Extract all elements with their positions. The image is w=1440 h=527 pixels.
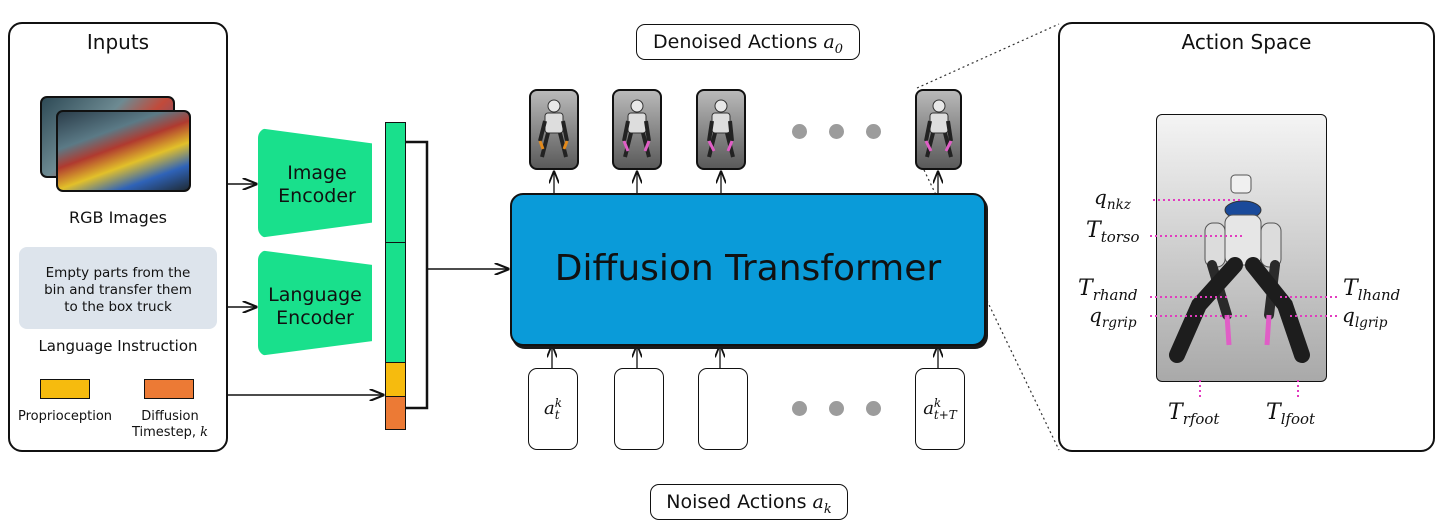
label-t-rhand: Trhand	[1078, 276, 1138, 305]
label-t-rfoot: Trfoot	[1168, 400, 1220, 429]
language-instruction-label: Language Instruction	[38, 337, 198, 355]
denoised-action-frame-3	[696, 89, 746, 170]
robot-photo	[1156, 114, 1327, 382]
humanoid-robot-icon	[1169, 174, 1310, 363]
timestep-var: k	[200, 425, 209, 440]
image-encoder-label-1: Image	[287, 162, 347, 184]
action-space-title: Action Space	[1181, 30, 1312, 54]
timestep-swatch	[144, 379, 194, 399]
denoised-action-frame-2	[612, 89, 662, 170]
zoom-line-top	[916, 23, 1060, 89]
diffusion-transformer-label: Diffusion Transformer	[554, 248, 942, 289]
noised-actions-label: Noised Actions ak	[650, 484, 848, 520]
ellipsis-dot-top-3	[866, 124, 881, 139]
robot-icon	[538, 99, 569, 158]
action-space-panel: Action Space	[1058, 22, 1435, 452]
image-encoder-label-2: Encoder	[278, 185, 356, 207]
denoised-actions-var: a0	[823, 31, 843, 57]
rgb-image-front	[56, 110, 191, 192]
language-encoder-label-1: Language	[268, 284, 362, 306]
inputs-panel: Inputs RGB Images Empty parts from the b…	[8, 22, 228, 452]
language-encoder-label-2: Encoder	[276, 307, 354, 329]
timestep-label-text: Timestep,	[131, 425, 201, 440]
noised-action-token-3	[698, 368, 748, 450]
ellipsis-dot-top-2	[829, 124, 844, 139]
noised-action-token-first	[528, 368, 578, 450]
ellipsis-dot-bottom-1	[792, 401, 807, 416]
image-encoder	[258, 128, 372, 238]
proprioception-swatch	[40, 379, 90, 399]
label-t-torso: Ttorso	[1086, 218, 1140, 247]
proprioception-label: Proprioception	[17, 409, 113, 424]
noised-action-token-2	[614, 368, 664, 450]
denoised-action-frame-1	[529, 89, 579, 170]
noised-actions-text: Noised Actions	[666, 491, 807, 513]
token-stack-bracket	[406, 140, 429, 410]
token-stack	[385, 122, 406, 430]
timestep-label-2: Timestep, k	[120, 425, 220, 441]
ellipsis-dot-bottom-3	[866, 401, 881, 416]
instruction-line-3: to the box truck	[64, 299, 172, 315]
label-q-rgrip: qrgrip	[1089, 303, 1137, 331]
inputs-title: Inputs	[86, 30, 150, 54]
robot-icon	[622, 99, 651, 158]
instruction-line-1: Empty parts from the	[45, 265, 191, 281]
robot-icon	[924, 99, 953, 158]
timestep-token	[385, 396, 406, 430]
denoised-action-frame-last	[915, 89, 962, 170]
label-t-lfoot: Tlfoot	[1266, 400, 1316, 429]
noised-action-token-last	[915, 368, 965, 450]
arrows-inputs-to-dit	[552, 346, 938, 368]
instruction-line-2: bin and transfer them	[44, 282, 192, 298]
ellipsis-dot-bottom-2	[829, 401, 844, 416]
rgb-images	[40, 96, 200, 196]
timestep-label-1: Diffusion	[141, 409, 199, 424]
arrows-dit-to-outputs	[554, 172, 938, 193]
rgb-images-label: RGB Images	[68, 208, 168, 227]
diffusion-transformer	[510, 193, 986, 346]
label-q-lgrip: qlgrip	[1342, 303, 1388, 331]
noised-actions-var: ak	[812, 491, 832, 517]
instruction-box	[19, 247, 217, 329]
language-encoder	[258, 250, 372, 356]
denoised-actions-text: Denoised Actions	[653, 31, 818, 53]
denoised-actions-label: Denoised Actions a0	[636, 24, 860, 60]
label-t-lhand: Tlhand	[1343, 276, 1401, 305]
robot-icon	[707, 99, 735, 158]
ellipsis-dot-top-1	[792, 124, 807, 139]
label-q-nkz: qnkz	[1094, 185, 1131, 213]
